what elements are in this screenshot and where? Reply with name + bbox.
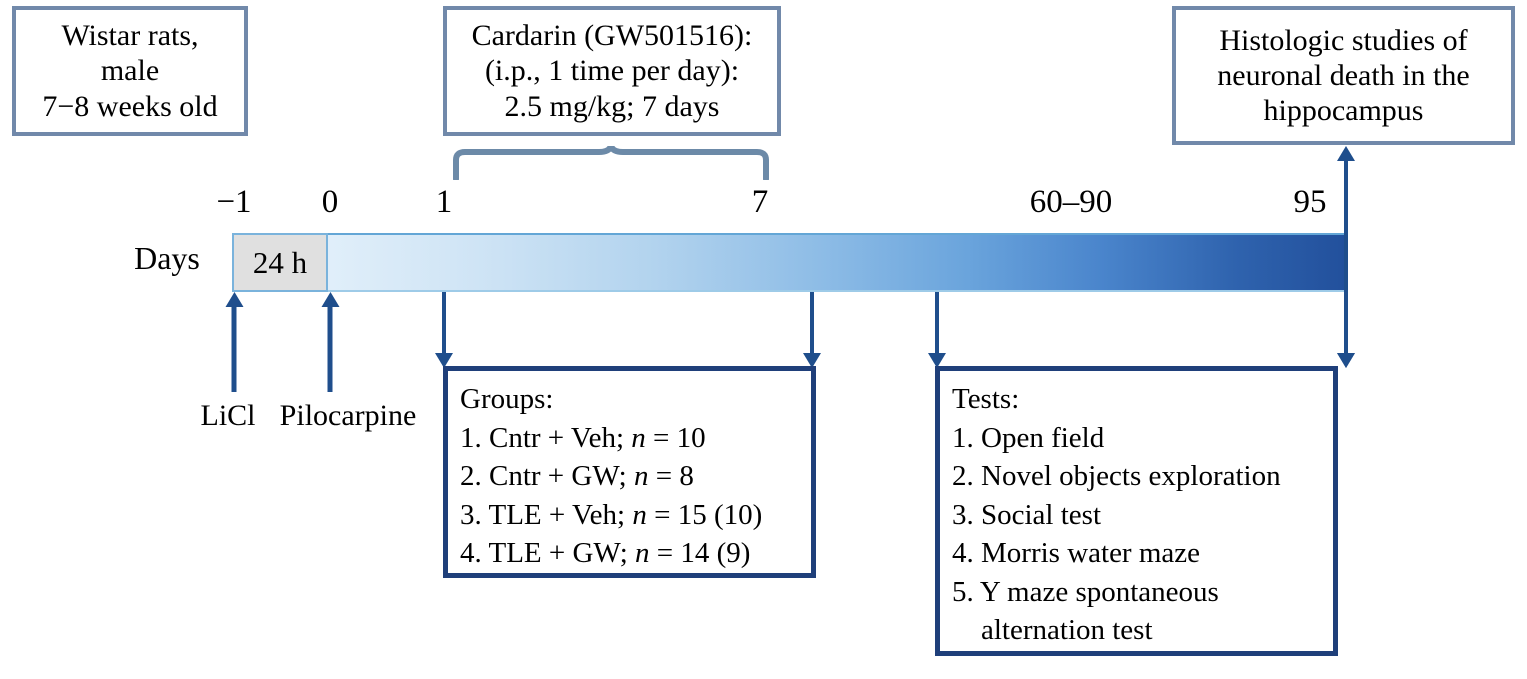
duration-24h-box: 24 h bbox=[232, 233, 328, 292]
histology-line-3: hippocampus bbox=[1263, 94, 1424, 128]
tick-label-95: 95 bbox=[1293, 184, 1327, 220]
tick-label-0: 0 bbox=[321, 184, 339, 220]
histology-line-1: Histologic studies of bbox=[1219, 23, 1468, 57]
animals-line-1: Wistar rats, bbox=[61, 19, 199, 53]
tick-label-minus1: −1 bbox=[216, 184, 252, 220]
groups-item-4-var: n bbox=[635, 537, 650, 570]
animals-line-2: male bbox=[100, 54, 160, 88]
licl-label: LiCl bbox=[200, 399, 256, 432]
treatment-line-3: 2.5 mg/kg; 7 days bbox=[504, 89, 720, 123]
groups-item-4-pre: TLE + GW; bbox=[481, 537, 636, 570]
groups-item-1: 1. Cntr + Veh; n = 10 bbox=[460, 419, 811, 458]
treatment-box: Cardarin (GW501516):(i.p., 1 time per da… bbox=[443, 6, 781, 136]
tests-item-3: 3. Social test bbox=[952, 498, 1102, 531]
groups-item-2-num: 2. bbox=[460, 460, 482, 493]
treatment-span-brace bbox=[453, 146, 769, 180]
tick-label-1: 1 bbox=[435, 184, 453, 220]
pilocarpine-label: Pilocarpine bbox=[279, 399, 417, 432]
treatment-line-2: (i.p., 1 time per day): bbox=[484, 54, 740, 88]
groups-item-1-var: n bbox=[631, 421, 646, 454]
groups-box: Groups: 1. Cntr + Veh; n = 10 2. Cntr + … bbox=[443, 366, 816, 578]
groups-right-arrow-down-icon bbox=[810, 292, 814, 354]
groups-item-1-num: 1. bbox=[460, 421, 482, 454]
groups-item-3-post: = 15 (10) bbox=[646, 498, 763, 531]
groups-item-2: 2. Cntr + GW; n = 8 bbox=[460, 457, 811, 496]
groups-item-3-pre: TLE + Veh; bbox=[481, 498, 633, 531]
groups-item-4-post: = 14 (9) bbox=[649, 537, 751, 570]
animals-line-3: 7−8 weeks old bbox=[42, 89, 218, 123]
groups-left-arrow-down-icon bbox=[442, 292, 446, 354]
tests-item-1: 1. Open field bbox=[952, 421, 1105, 454]
groups-item-2-var: n bbox=[633, 460, 649, 493]
pilocarpine-arrow-up-icon bbox=[327, 306, 333, 392]
groups-item-2-post: = 8 bbox=[648, 460, 694, 493]
tests-item-5: 5. Y maze spontaneous alternation test bbox=[952, 575, 1219, 647]
tests-item-2: 2. Novel objects exploration bbox=[952, 460, 1281, 493]
groups-item-4-num: 4. bbox=[460, 537, 482, 570]
timeline-bar bbox=[232, 233, 1346, 292]
groups-item-3-num: 3. bbox=[460, 498, 482, 531]
histology-double-arrow-icon bbox=[1344, 160, 1348, 354]
axis-label-days: Days bbox=[134, 240, 200, 276]
tests-left-arrow-down-icon bbox=[935, 292, 939, 354]
groups-item-4: 4. TLE + GW; n = 14 (9) bbox=[460, 534, 811, 573]
groups-item-1-pre: Cntr + Veh; bbox=[481, 421, 632, 454]
tests-box: Tests: 1. Open field 2. Novel objects ex… bbox=[935, 366, 1338, 656]
groups-item-2-pre: Cntr + GW; bbox=[481, 460, 634, 493]
treatment-box-text: Cardarin (GW501516):(i.p., 1 time per da… bbox=[472, 18, 753, 123]
tests-item-4: 4. Morris water maze bbox=[952, 537, 1201, 570]
duration-24h-label: 24 h bbox=[252, 244, 308, 280]
groups-item-3: 3. TLE + Veh; n = 15 (10) bbox=[460, 496, 811, 535]
groups-item-3-var: n bbox=[632, 498, 647, 531]
tick-label-60-90: 60–90 bbox=[1029, 184, 1113, 220]
histology-line-2: neuronal death in the bbox=[1217, 58, 1470, 92]
groups-title: Groups: bbox=[460, 383, 554, 415]
treatment-line-1: Cardarin (GW501516): bbox=[471, 19, 753, 53]
licl-arrow-up-icon bbox=[231, 306, 237, 392]
tests-title: Tests: bbox=[952, 383, 1020, 415]
tick-label-7: 7 bbox=[751, 184, 769, 220]
groups-item-1-post: = 10 bbox=[645, 421, 706, 454]
